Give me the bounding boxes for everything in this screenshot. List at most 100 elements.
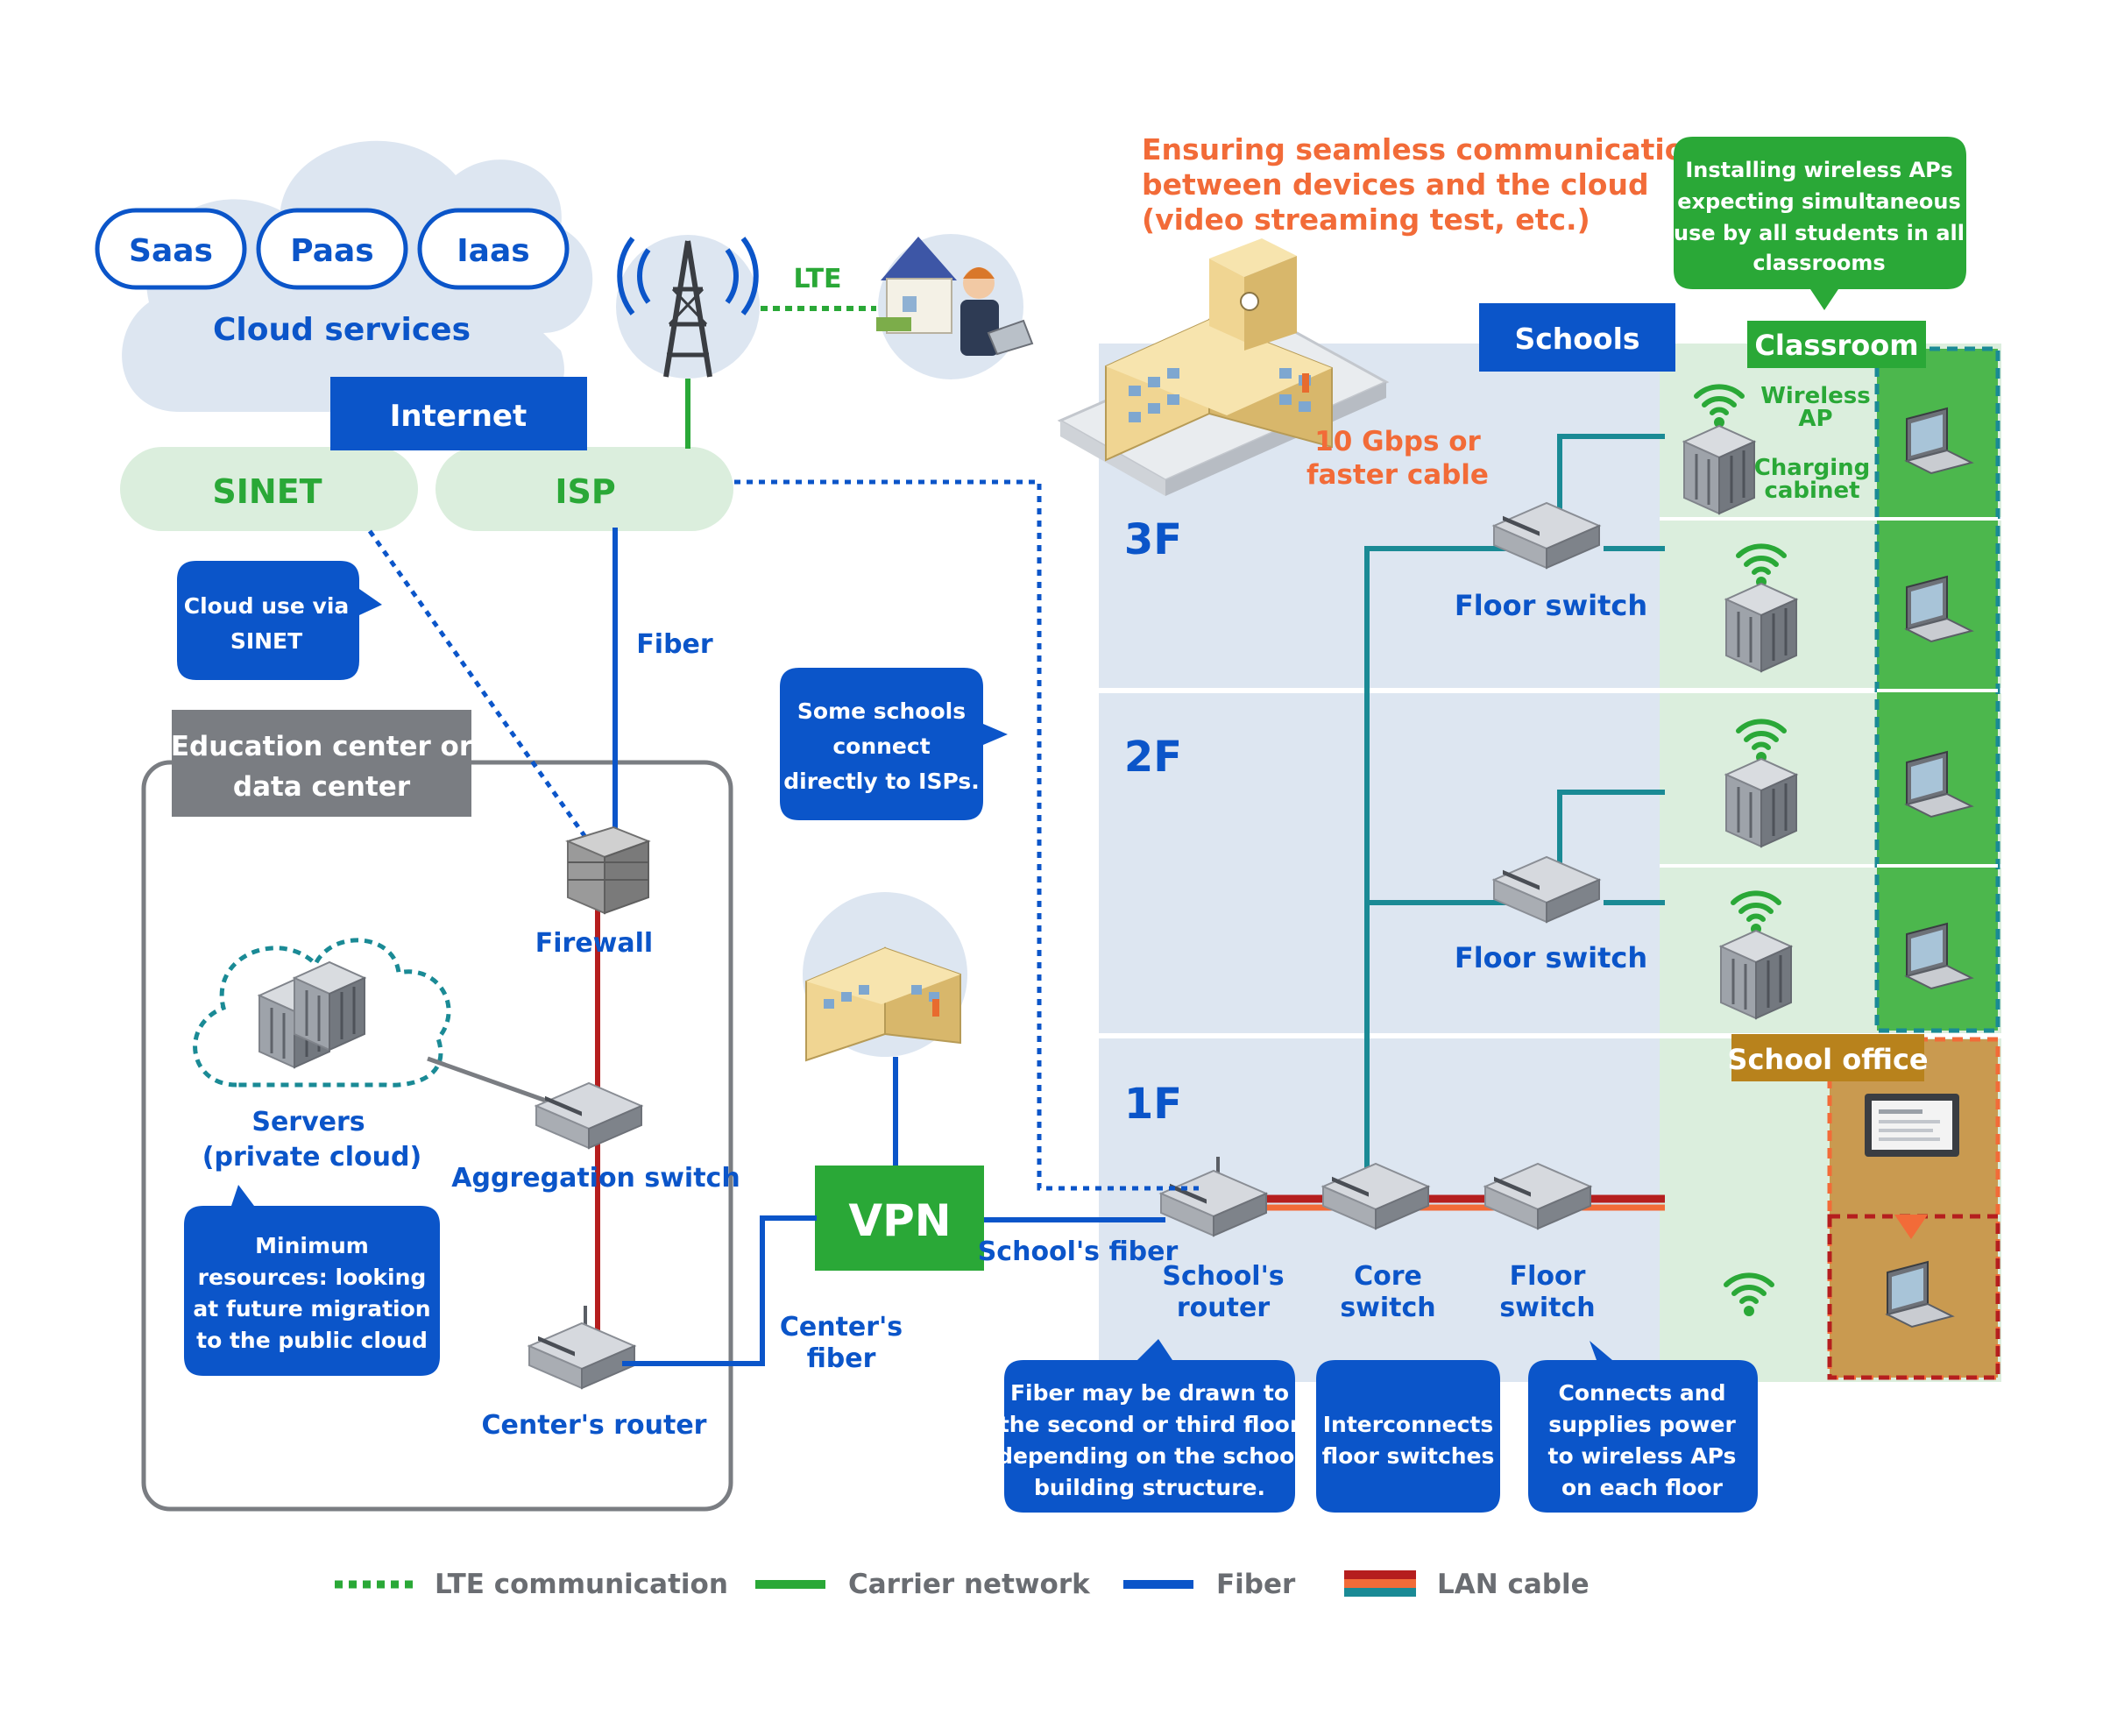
floor-3f-label: 3F	[1124, 515, 1182, 564]
school-office-title: School office	[1727, 1043, 1928, 1076]
centers-router-label: Center's router	[482, 1410, 707, 1441]
charging-cabinet-line-2: cabinet	[1764, 478, 1859, 504]
cloud-services-label: Cloud services	[213, 312, 471, 348]
core-switch-line-1: Core	[1354, 1261, 1422, 1292]
floor-switch-1f-line-1: Floor	[1510, 1261, 1586, 1292]
education-center-line-1: Education center or	[171, 731, 473, 762]
school-building-icon	[1057, 238, 1390, 496]
callout-interconnects-line-1: Interconnects	[1323, 1412, 1494, 1437]
callout-min-resources: Minimum resources: looking at future mig…	[184, 1185, 440, 1376]
servers-line-2: (private cloud)	[202, 1142, 421, 1173]
schools-router-line-1: School's	[1162, 1261, 1284, 1292]
floor-switch-2f-label: Floor switch	[1455, 941, 1647, 974]
lte-label: LTE	[793, 264, 841, 294]
callout-aps-line-4: classrooms	[1752, 251, 1885, 275]
callout-some-schools-line-2: connect	[832, 733, 930, 759]
center-building-icon	[803, 892, 967, 1062]
callout-supplies-power: Connects and supplies power to wireless …	[1528, 1341, 1758, 1513]
education-center-banner	[172, 710, 471, 817]
legend-fiber-label: Fiber	[1216, 1569, 1296, 1600]
callout-aps-line-1: Installing wireless APs	[1685, 158, 1952, 182]
schools-router-icon	[1160, 1157, 1267, 1236]
private-server-icon-2	[293, 960, 366, 1052]
callout-power-line-2: supplies power	[1548, 1412, 1736, 1437]
gbps-cable-line-2: faster cable	[1306, 459, 1489, 491]
callout-some-schools-line-1: Some schools	[797, 698, 966, 724]
core-switch-line-2: switch	[1340, 1293, 1435, 1323]
callout-some-schools-line-3: directly to ISPs.	[783, 769, 980, 794]
schools-fiber-label: School's fiber	[978, 1236, 1179, 1267]
classroom-title: Classroom	[1754, 329, 1918, 362]
callout-wireless-aps: Installing wireless APs expecting simult…	[1674, 137, 1966, 310]
home-user-icon	[876, 234, 1034, 379]
schools-title: Schools	[1514, 322, 1639, 356]
isp-direct-link	[734, 479, 1199, 1191]
gbps-cable-line-1: 10 Gbps or	[1314, 426, 1481, 457]
floor-switch-1f-line-2: switch	[1499, 1293, 1595, 1323]
centers-router-icon	[528, 1306, 635, 1389]
callout-sinet-line-2: SINET	[230, 628, 302, 654]
internet-banner	[330, 377, 587, 450]
legend-carrier-label: Carrier network	[848, 1569, 1091, 1600]
schools-router-line-2: router	[1177, 1293, 1270, 1323]
cloud-services-group: Saas Paas Iaas Cloud services	[95, 140, 593, 412]
callout-fiber-line-1: Fiber may be drawn to	[1010, 1380, 1289, 1406]
sinet-label: SINET	[212, 472, 322, 511]
legend-lan-swatch	[1344, 1570, 1416, 1597]
charging-cabinet-line-1: Charging	[1754, 455, 1871, 481]
centers-fiber-link	[622, 1215, 817, 1366]
server-aggregation-link	[427, 1056, 562, 1109]
internet-title: Internet	[390, 399, 527, 434]
vpn-label: VPN	[848, 1195, 951, 1246]
charging-cabinet-icon-3	[1724, 757, 1798, 848]
office-monitor-icon	[1865, 1094, 1959, 1157]
callout-interconnects-line-2: floor switches	[1322, 1443, 1495, 1469]
isp-pill	[435, 447, 733, 531]
education-center-line-2: data center	[233, 771, 411, 803]
aggregation-switch-label: Aggregation switch	[451, 1163, 740, 1194]
isp-label: ISP	[555, 472, 615, 511]
callout-min-line-4: to the public cloud	[196, 1328, 428, 1353]
wireless-ap-line-1: Wireless	[1760, 383, 1871, 409]
wireless-ap-line-2: AP	[1798, 406, 1832, 432]
fiber-label: Fiber	[636, 629, 713, 660]
internet-group: Internet SINET ISP	[120, 377, 733, 531]
saas-label: Saas	[129, 233, 213, 269]
callout-aps-line-2: expecting simultaneous	[1677, 189, 1960, 214]
callout-power-line-3: to wireless APs	[1548, 1443, 1737, 1469]
centers-fiber-line-2: fiber	[807, 1343, 876, 1374]
sinet-firewall-link	[367, 529, 590, 841]
firewall-label: Firewall	[535, 928, 653, 959]
schools-banner	[1479, 303, 1675, 372]
vpn-box	[815, 1166, 984, 1271]
headline-line-2: between devices and the cloud	[1142, 167, 1649, 202]
iaas-pill	[417, 208, 570, 290]
sinet-pill	[120, 447, 418, 531]
servers-line-1: Servers	[251, 1107, 365, 1137]
callout-interconnects: Interconnects floor switches	[1316, 1360, 1500, 1513]
callout-power-line-1: Connects and	[1559, 1380, 1726, 1406]
saas-pill	[95, 208, 247, 290]
paas-label: Paas	[290, 233, 373, 269]
headline: Ensuring seamless communication between …	[1142, 132, 1705, 237]
classroom-banner	[1747, 321, 1926, 368]
headline-line-3: (video streaming test, etc.)	[1142, 202, 1590, 237]
office-arrow-icon	[1894, 1215, 1928, 1239]
lte-tower	[616, 235, 760, 379]
firewall-icon	[565, 825, 651, 915]
callout-fiber-line-2: the second or third floor	[999, 1412, 1301, 1437]
callout-some-schools: Some schools connect directly to ISPs.	[780, 668, 1008, 820]
headline-line-1: Ensuring seamless communication	[1142, 132, 1705, 167]
charging-cabinet-icon-4	[1719, 929, 1793, 1020]
callout-fiber-drawn: Fiber may be drawn to the second or thir…	[997, 1339, 1302, 1513]
charging-cabinet-icon-2	[1724, 582, 1798, 673]
charging-cabinet-icon-1	[1682, 424, 1756, 515]
legend: LTE communication Carrier network Fiber …	[335, 1569, 1590, 1600]
callout-aps-line-3: use by all students in all	[1674, 221, 1965, 245]
callout-fiber-line-4: building structure.	[1034, 1475, 1265, 1500]
callout-sinet-cloud: Cloud use via SINET	[177, 561, 382, 680]
paas-pill	[256, 208, 408, 290]
callout-power-line-4: on each floor	[1561, 1475, 1724, 1500]
aggregation-switch-icon	[535, 1082, 642, 1149]
